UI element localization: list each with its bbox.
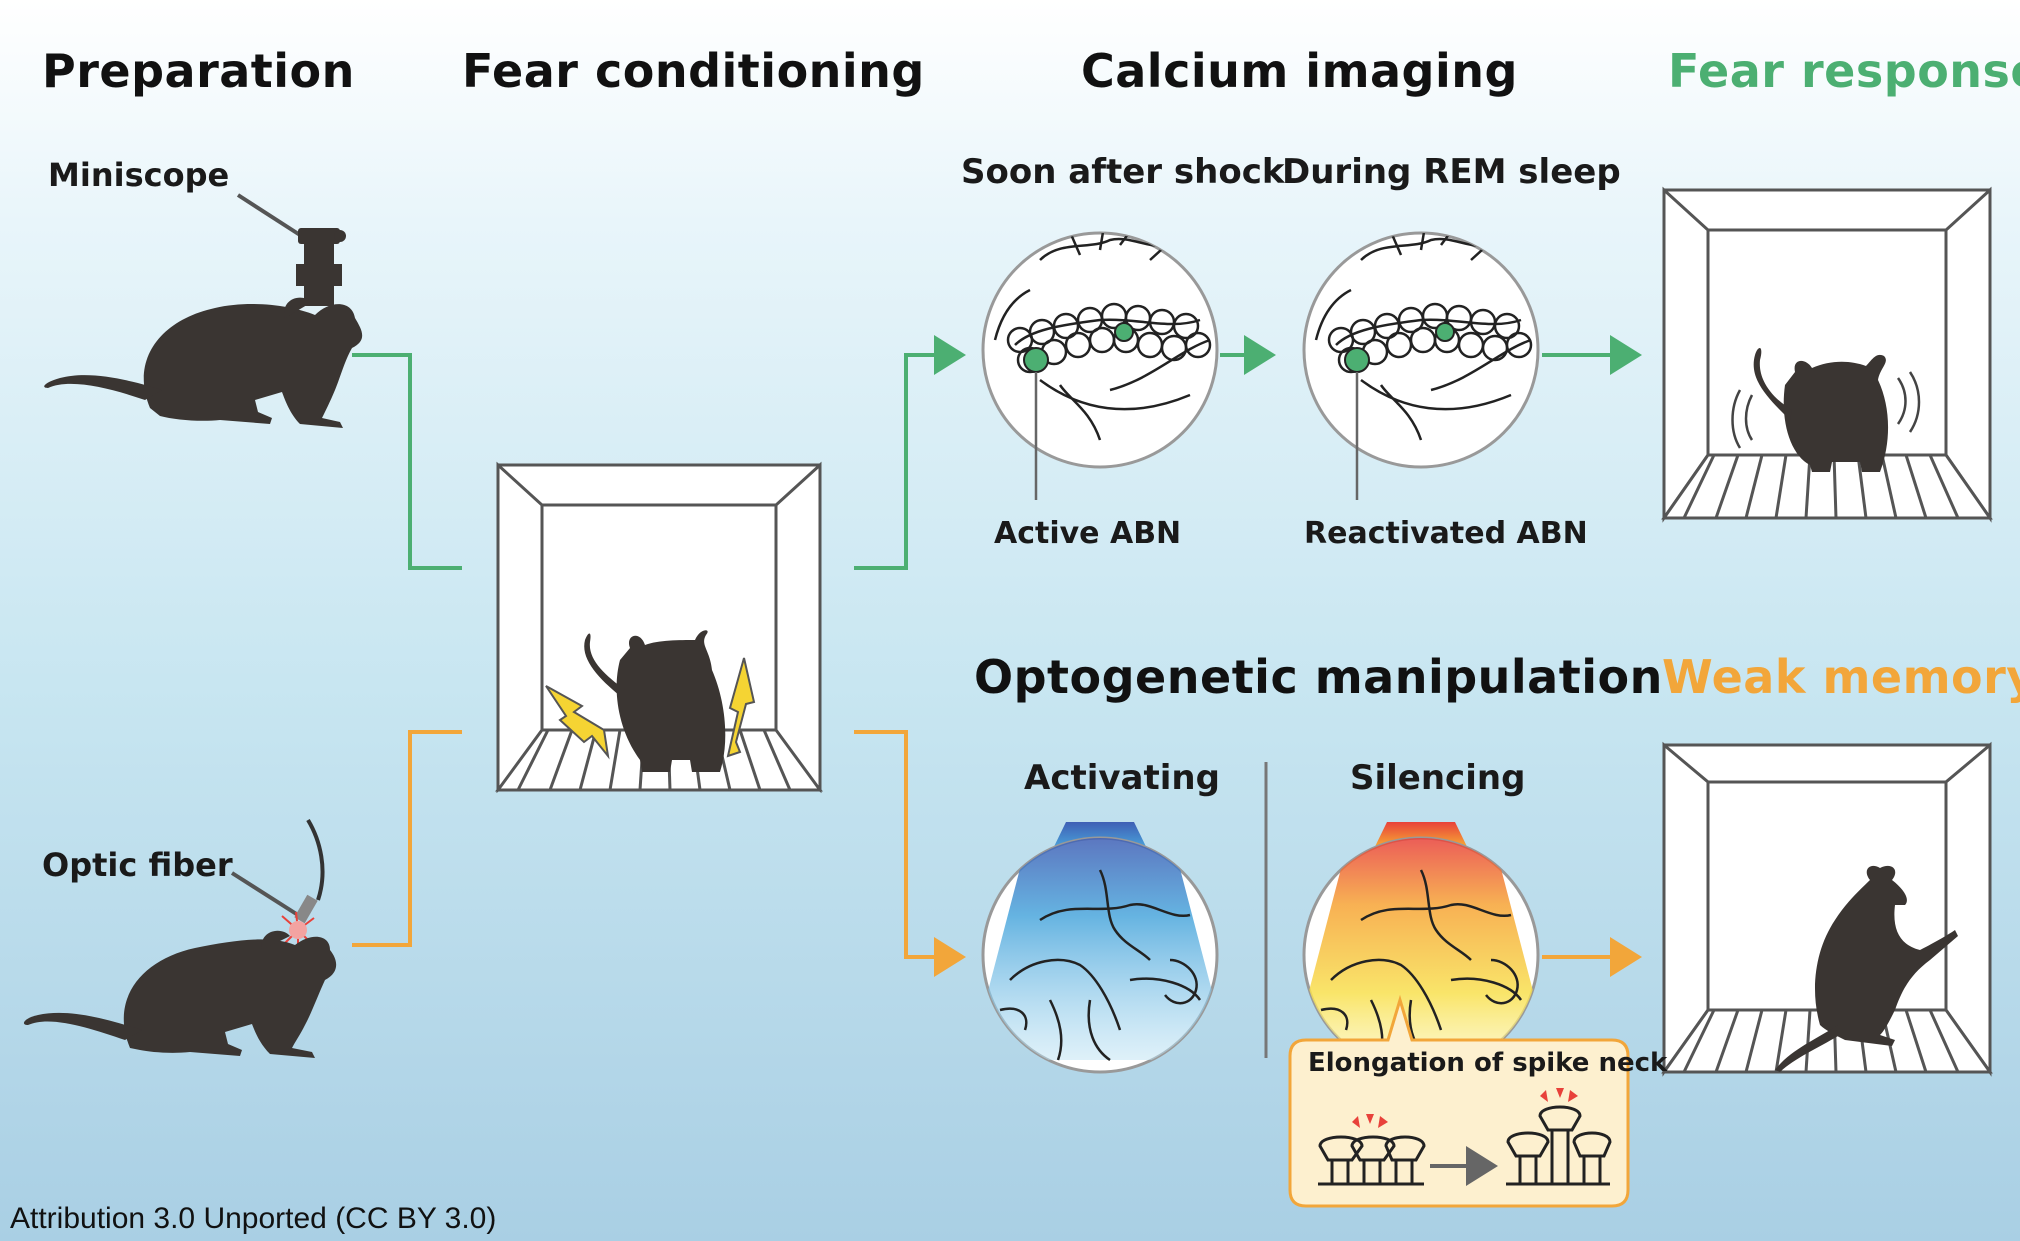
label-during-rem: During REM sleep xyxy=(1282,152,1621,192)
spike-neck-callout xyxy=(1288,994,1630,1208)
optogenetic-circle-silencing xyxy=(1302,822,1540,1074)
heading-fear-response: Fear response xyxy=(1668,44,2020,98)
spine-diagram-before xyxy=(1318,1135,1426,1186)
mouse-shocked-figure xyxy=(584,630,726,772)
label-activating: Activating xyxy=(1024,758,1220,798)
mouse-freezing-figure xyxy=(1753,348,1889,472)
trembling-marks-icon xyxy=(1731,371,1921,449)
label-miniscope: Miniscope xyxy=(48,156,230,194)
mouse-exploring-figure xyxy=(1775,865,1958,1072)
imaging-circle-rem xyxy=(1302,231,1540,500)
credit-line: Attribution 3.0 Unported (CC BY 3.0) xyxy=(10,1202,497,1235)
label-spike-neck: Elongation of spike neck xyxy=(1308,1048,1668,1078)
label-soon-after-shock: Soon after shock xyxy=(961,152,1285,192)
mouse-opticfiber-figure xyxy=(23,818,337,1058)
optogenetic-circle-activating xyxy=(981,822,1219,1074)
heading-fear-conditioning: Fear conditioning xyxy=(462,44,925,98)
label-reactivated-abn: Reactivated ABN xyxy=(1304,516,1588,551)
label-silencing: Silencing xyxy=(1350,758,1526,798)
heading-calcium-imaging: Calcium imaging xyxy=(1081,44,1518,98)
heading-weak-memory: Weak memory xyxy=(1662,650,2020,704)
connectors-green xyxy=(352,335,1642,570)
label-optic-fiber: Optic fiber xyxy=(42,846,233,884)
spine-diagram-after xyxy=(1506,1105,1612,1186)
label-active-abn: Active ABN xyxy=(994,516,1182,551)
heading-preparation: Preparation xyxy=(42,44,355,98)
imaging-circle-shock xyxy=(981,231,1219,500)
mouse-miniscope-figure xyxy=(44,193,363,428)
weak-memory-box xyxy=(1661,741,1993,1077)
connectors-orange xyxy=(352,730,1642,977)
lightning-bolt-icon xyxy=(545,657,756,760)
heading-optogenetic: Optogenetic manipulation xyxy=(974,650,1663,704)
